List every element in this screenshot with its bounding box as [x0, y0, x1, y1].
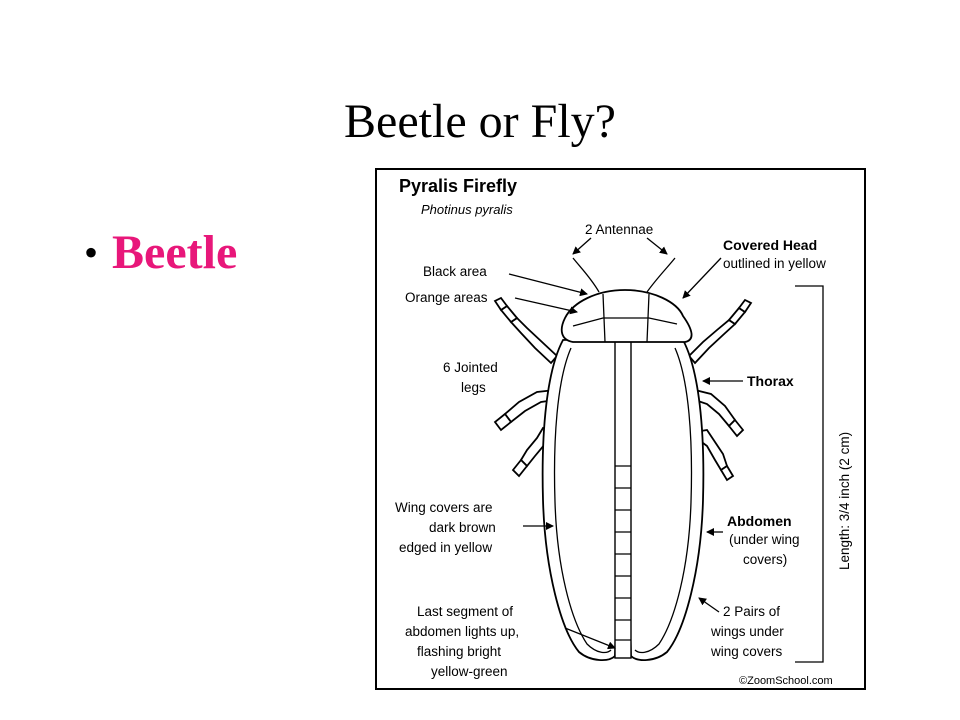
- firefly-diagram: Pyralis Firefly Photinus pyralis: [375, 168, 866, 690]
- label-orange-areas: Orange areas: [405, 290, 578, 315]
- svg-text:Abdomen: Abdomen: [727, 513, 792, 529]
- svg-text:edged in yellow: edged in yellow: [399, 540, 492, 555]
- label-black-area: Black area: [423, 264, 588, 297]
- svg-text:yellow-green: yellow-green: [431, 664, 508, 679]
- firefly-illustration: Pyralis Firefly Photinus pyralis: [395, 176, 852, 687]
- left-legs: [493, 296, 559, 478]
- svg-text:2 Pairs of: 2 Pairs of: [723, 604, 780, 619]
- head-thorax: [560, 289, 693, 343]
- credit-text: ©ZoomSchool.com: [739, 675, 833, 687]
- bullet-text: Beetle: [112, 225, 238, 279]
- svg-text:(under wing: (under wing: [729, 532, 800, 547]
- svg-text:Wing covers are: Wing covers are: [395, 500, 493, 515]
- svg-text:outlined in yellow: outlined in yellow: [723, 256, 826, 271]
- label-antennae: 2 Antennae: [572, 222, 668, 255]
- svg-text:legs: legs: [461, 380, 486, 395]
- svg-text:flashing bright: flashing bright: [417, 644, 501, 659]
- svg-text:covers): covers): [743, 552, 787, 567]
- label-abdomen: Abdomen (under wing covers): [706, 513, 800, 567]
- diagram-subtitle: Photinus pyralis: [421, 202, 513, 217]
- bullet-dot: •: [84, 229, 99, 275]
- svg-text:dark brown: dark brown: [429, 520, 496, 535]
- svg-text:Covered Head: Covered Head: [723, 237, 817, 253]
- svg-text:Black area: Black area: [423, 264, 487, 279]
- label-covered-head: Covered Head outlined in yellow: [682, 237, 826, 299]
- label-length: Length: 3/4 inch (2 cm): [837, 432, 852, 570]
- label-wing-covers: Wing covers are dark brown edged in yell…: [395, 500, 554, 555]
- svg-text:Thorax: Thorax: [747, 373, 794, 389]
- bullet-item: • Beetle: [84, 222, 237, 282]
- label-legs: 6 Jointed legs: [443, 360, 498, 395]
- label-thorax: Thorax: [702, 373, 794, 389]
- svg-text:Orange areas: Orange areas: [405, 290, 488, 305]
- label-last-segment: Last segment of abdomen lights up, flash…: [405, 604, 616, 679]
- abdomen-segments: [614, 339, 632, 659]
- svg-text:Last segment of: Last segment of: [417, 604, 513, 619]
- label-wings: 2 Pairs of wings under wing covers: [698, 597, 784, 659]
- wing-covers: [541, 337, 705, 661]
- svg-text:2 Antennae: 2 Antennae: [585, 222, 653, 237]
- svg-text:wing covers: wing covers: [710, 644, 783, 659]
- diagram-title: Pyralis Firefly: [399, 176, 517, 196]
- svg-text:abdomen lights up,: abdomen lights up,: [405, 624, 519, 639]
- svg-text:wings under: wings under: [710, 624, 784, 639]
- svg-text:6 Jointed: 6 Jointed: [443, 360, 498, 375]
- slide-title: Beetle or Fly?: [344, 95, 616, 148]
